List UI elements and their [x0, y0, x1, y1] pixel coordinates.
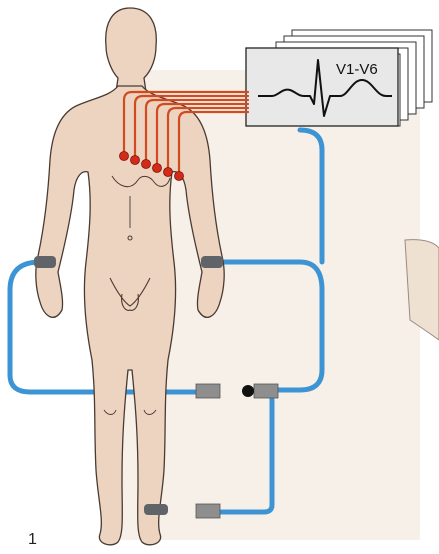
cable-junction: [242, 385, 254, 397]
junction-box-right: [254, 384, 278, 398]
electrode-v5: [164, 168, 173, 177]
right-wrist-strap: [34, 256, 56, 268]
electrode-v6: [175, 172, 184, 181]
electrode-v1: [120, 152, 129, 161]
electrode-v2: [131, 156, 140, 165]
electrode-v4: [153, 164, 162, 173]
right-ankle-strap: [144, 504, 168, 515]
junction-box-left: [196, 384, 220, 398]
ecg-lead-label: V1-V6: [336, 61, 378, 78]
panel-number: 1: [28, 531, 37, 548]
left-wrist-strap: [201, 256, 223, 268]
electrode-v3: [142, 160, 151, 169]
ecg-front-sheet: [246, 48, 398, 126]
ankle-lead-box: [196, 504, 220, 518]
